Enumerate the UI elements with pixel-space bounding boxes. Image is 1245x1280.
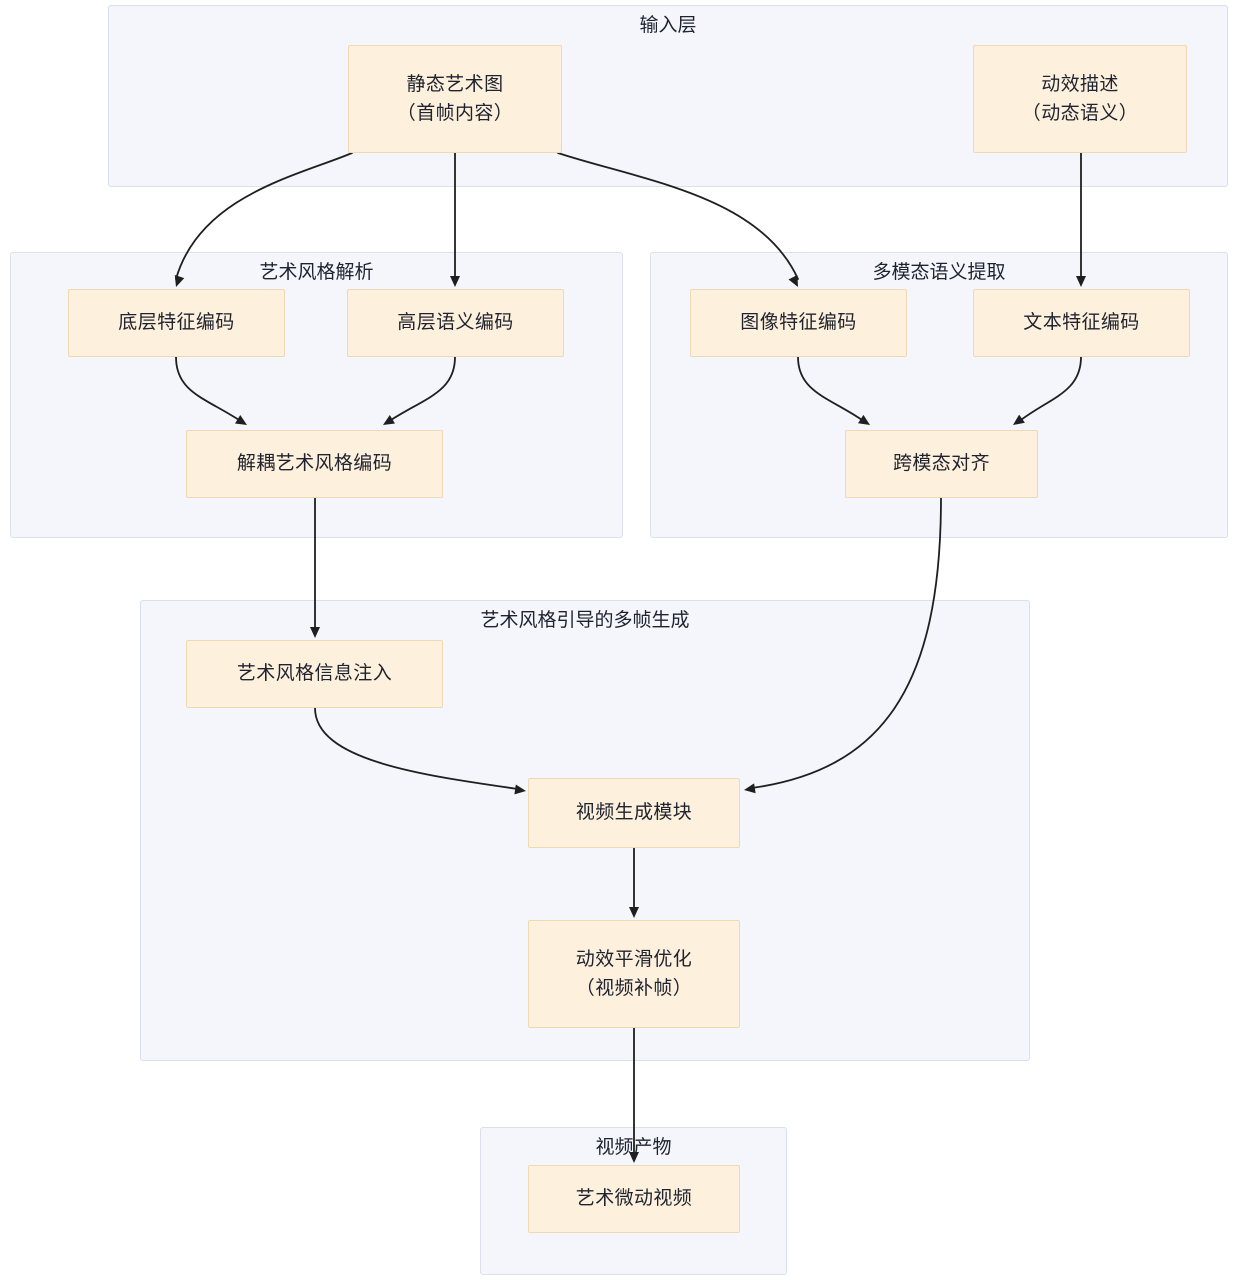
node-high-level-semantic[interactable]: 高层语义编码 <box>347 289 564 357</box>
node-art-micro-video[interactable]: 艺术微动视频 <box>528 1165 740 1233</box>
node-label-art-micro-video: 艺术微动视频 <box>575 1188 693 1210</box>
node-label-motion-description: 动效描述 （动态语义） <box>1021 73 1139 124</box>
node-image-feature-encode[interactable]: 图像特征编码 <box>690 289 907 357</box>
node-text-feature-encode[interactable]: 文本特征编码 <box>973 289 1190 357</box>
node-style-info-injection[interactable]: 艺术风格信息注入 <box>186 640 443 708</box>
node-low-level-feature[interactable]: 底层特征编码 <box>68 289 285 357</box>
node-motion-smoothing[interactable]: 动效平滑优化 （视频补帧） <box>528 920 740 1028</box>
subgraph-title-style-parsing: 艺术风格解析 <box>259 262 374 283</box>
node-label-static-art-image: 静态艺术图 （首帧内容） <box>396 73 514 124</box>
subgraph-title-guided-generation: 艺术风格引导的多帧生成 <box>480 610 690 631</box>
node-label-low-level-feature: 底层特征编码 <box>118 312 235 334</box>
node-label-motion-smoothing: 动效平滑优化 （视频补帧） <box>575 948 693 999</box>
subgraph-title-input-layer: 输入层 <box>639 15 697 36</box>
node-static-art-image[interactable]: 静态艺术图 （首帧内容） <box>348 45 562 153</box>
node-label-text-feature-encode: 文本特征编码 <box>1023 312 1140 334</box>
node-cross-modal-align[interactable]: 跨模态对齐 <box>845 430 1038 498</box>
node-label-video-generation: 视频生成模块 <box>575 802 693 824</box>
node-motion-description[interactable]: 动效描述 （动态语义） <box>973 45 1187 153</box>
node-label-style-info-injection: 艺术风格信息注入 <box>236 663 393 685</box>
node-video-generation[interactable]: 视频生成模块 <box>528 778 740 848</box>
node-decoupled-style-code[interactable]: 解耦艺术风格编码 <box>186 430 443 498</box>
subgraph-title-multimodal-extract: 多模态语义提取 <box>872 262 1006 283</box>
node-label-cross-modal-align: 跨模态对齐 <box>892 453 990 475</box>
node-label-image-feature-encode: 图像特征编码 <box>740 312 857 334</box>
node-label-decoupled-style-code: 解耦艺术风格编码 <box>236 453 393 475</box>
subgraph-title-video-output: 视频产物 <box>595 1137 672 1158</box>
node-label-high-level-semantic: 高层语义编码 <box>397 312 514 334</box>
